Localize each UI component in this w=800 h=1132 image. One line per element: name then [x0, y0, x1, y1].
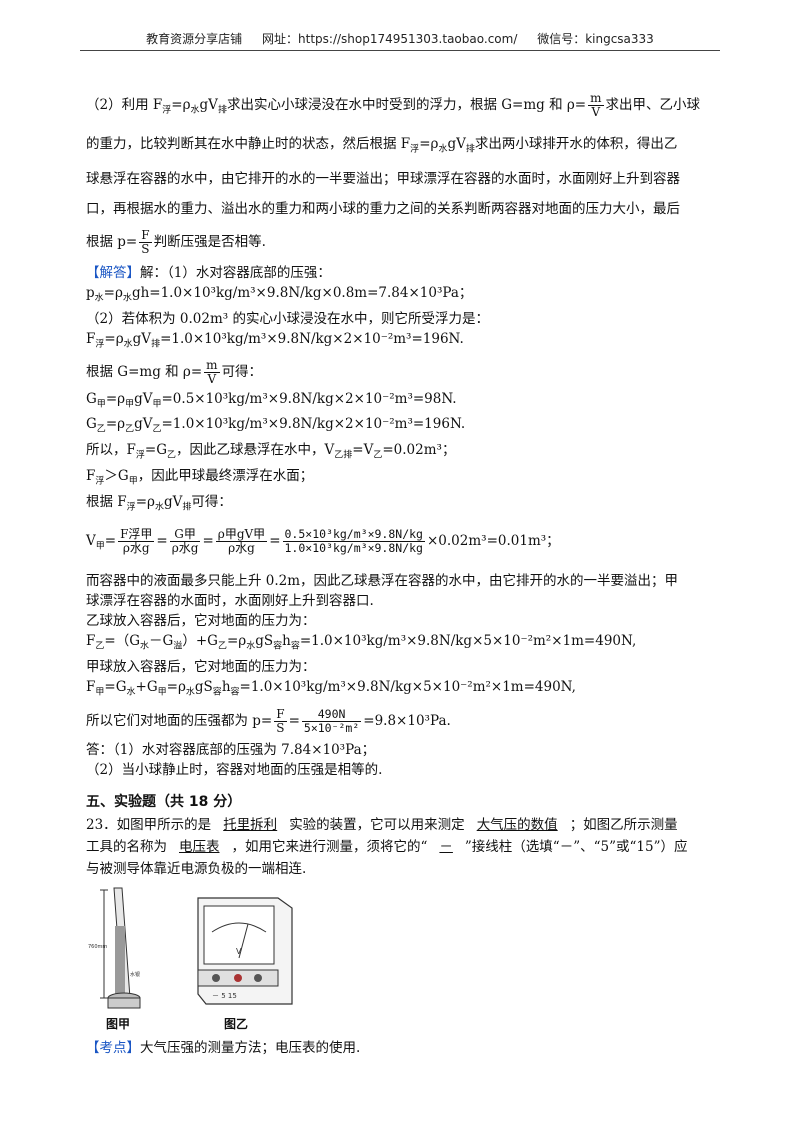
- kaodian-tag: 【考点】: [86, 1040, 140, 1057]
- page-content: （2）利用 F浮=ρ水gV排求出实心小球浸没在水中时受到的浮力，根据 G=mg …: [86, 90, 716, 1058]
- solution-line-7: G乙=ρ乙gV乙=1.0×10³kg/m³×9.8N/kg×2×10⁻²m³=1…: [86, 416, 466, 436]
- answer-blank-4: －: [439, 839, 453, 856]
- analysis-line-2: 的重力，比较判断其在水中静止时的状态，然后根据 F浮=ρ水gV排求出两小球排开水…: [86, 135, 678, 155]
- section-title: 五、实验题（共 18 分）: [86, 794, 242, 811]
- solution-line-20: （2）当小球静止时，容器对地面的压强是相等的.: [86, 762, 383, 779]
- analysis-line-3: 球悬浮在容器的水中，由它排开的水的一半要溢出；甲球漂浮在容器的水面时，水面刚好上…: [86, 171, 680, 188]
- solution-line-4: F浮=ρ水gV排=1.0×10³kg/m³×9.8N/kg×2×10⁻²m³=1…: [86, 331, 464, 350]
- solution-line-17: F甲=G水+G甲=ρ水gS容h容=1.0×10³kg/m³×9.8N/kg×5×…: [86, 678, 576, 698]
- solution-line-13: 球漂浮在容器的水面时，水面刚好上升到容器口.: [86, 592, 374, 609]
- solution-tag: 【解答】: [86, 265, 140, 282]
- meter-symbol: V: [236, 947, 242, 956]
- solution-line-19: 答：（1）水对容器底部的压强为 7.84×10³Pa；: [86, 742, 376, 759]
- header-rule: [80, 50, 720, 51]
- solution-line-3: （2）若体积为 0.02m³ 的实心小球浸没在水中，则它所受浮力是：: [86, 311, 489, 328]
- q23-line-2: 工具的名称为电压表，如用它来进行测量，须将它的“－”接线柱（选填“－”、“5”或…: [86, 839, 688, 856]
- torricelli-figure: 760mm 水银: [88, 887, 141, 1009]
- answer-blank-2: 大气压的数值: [476, 817, 558, 834]
- solution-line-2: p水=ρ水gh=1.0×10³kg/m³×9.8N/kg×0.8m=7.84×1…: [86, 285, 473, 305]
- figure-caption-b: 图乙: [224, 1017, 249, 1032]
- figures: 760mm 水银 图甲 V － 5 15 图乙: [86, 886, 716, 1036]
- store-name: 教育资源分享店铺: [146, 32, 243, 46]
- solution-line-16: 甲球放入容器后，它对地面的压力为：: [86, 658, 316, 675]
- label-760mm: 760mm: [88, 944, 107, 950]
- meter-terminals: － 5 15: [212, 992, 237, 1000]
- solution-line-15: F乙=（G水－G溢）+G乙=ρ水gS容h容=1.0×10³kg/m³×9.8N/…: [86, 632, 637, 652]
- figure-caption-a: 图甲: [106, 1017, 131, 1032]
- solution-line-12: 而容器中的液面最多只能上升 0.2m，因此乙球悬浮在容器的水中，由它排开的水的一…: [86, 572, 679, 589]
- solution-line-10: 根据 F浮=ρ水gV排可得：: [86, 493, 232, 513]
- voltmeter-figure: V － 5 15: [197, 897, 293, 1005]
- label-mercury: 水银: [130, 971, 140, 978]
- solution-line-8: 所以，F浮=G乙，因此乙球悬浮在水中，V乙排=V乙=0.02m³；: [86, 442, 456, 461]
- answer-blank-1: 托里拆利: [223, 817, 278, 834]
- solution-line-1: 【解答】解：（1）水对容器底部的压强：: [86, 265, 331, 282]
- analysis-line-1: （2）利用 F浮=ρ水gV排求出实心小球浸没在水中时受到的浮力，根据 G=mg …: [86, 91, 701, 119]
- wechat-id: 微信号：kingcsa333: [537, 32, 654, 46]
- solution-line-9: F浮＞G甲，因此甲球最终漂浮在水面；: [86, 467, 314, 487]
- page-header: 教育资源分享店铺 网址：https://shop174951303.taobao…: [0, 30, 800, 47]
- analysis-line-4: 口，再根据水的重力、溢出水的重力和两小球的重力之间的关系判断两容器对地面的压力大…: [86, 201, 680, 218]
- solution-line-14: 乙球放入容器后，它对地面的压力为：: [86, 612, 316, 629]
- answer-blank-3: 电压表: [179, 839, 220, 856]
- store-url: 网址：https://shop174951303.taobao.com/: [262, 32, 518, 46]
- q23-line-1: 23．如图甲所示的是托里拆利实验的装置，它可以用来测定大气压的数值；如图乙所示测…: [86, 817, 678, 834]
- solution-line-6: G甲=ρ甲gV甲=0.5×10³kg/m³×9.8N/kg×2×10⁻²m³=9…: [86, 390, 457, 410]
- q23-line-3: 与被测导体靠近电源负极的一端相连.: [86, 861, 307, 878]
- kaodian-line: 【考点】大气压强的测量方法；电压表的使用.: [86, 1040, 361, 1057]
